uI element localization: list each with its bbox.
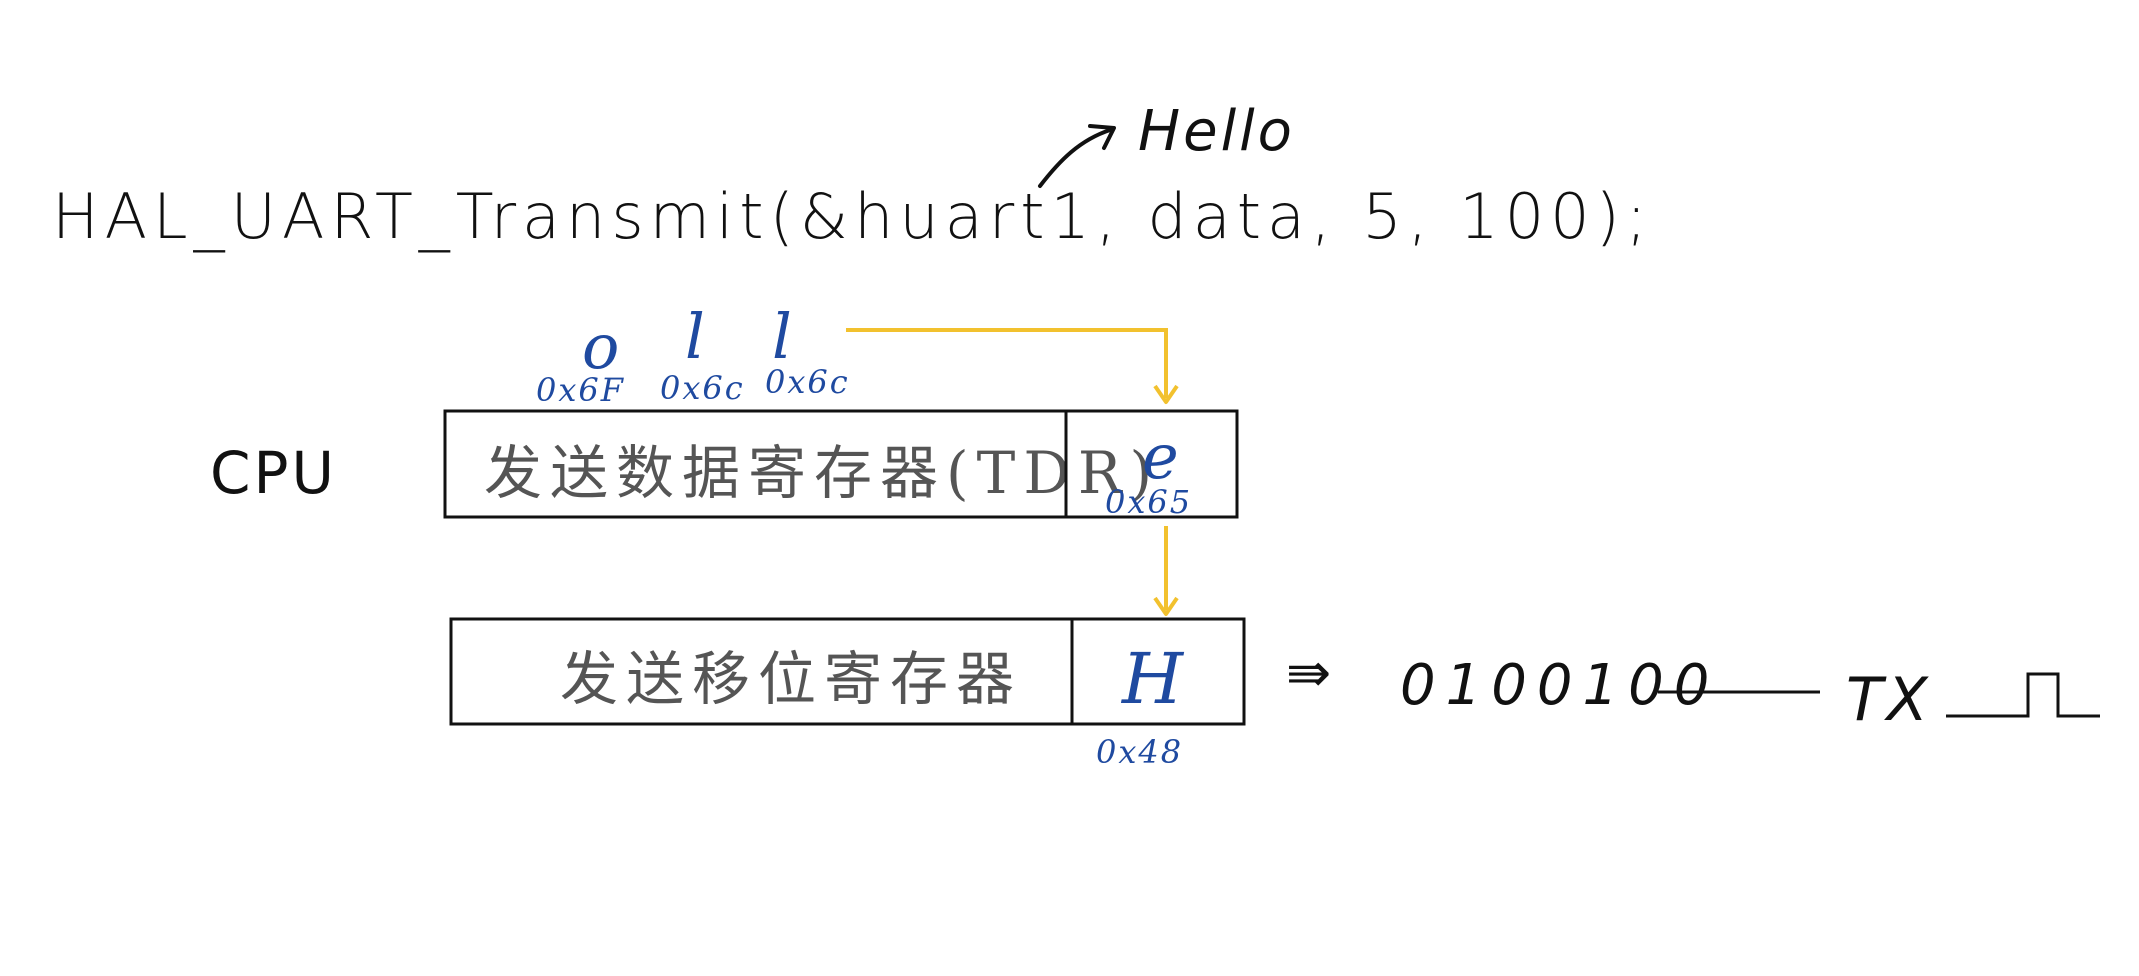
pending-byte-hex: 0x6c xyxy=(660,369,745,407)
tdr-box xyxy=(443,409,1239,519)
pending-byte-hex: 0x6F xyxy=(536,371,625,409)
tx-label: TX xyxy=(1846,665,1932,735)
shift-register-box xyxy=(449,617,1246,726)
hello-annotation: Hello xyxy=(1138,99,1295,164)
tdr-char: e xyxy=(1142,420,1179,493)
tdr-hex: 0x65 xyxy=(1105,483,1193,521)
hello-pointer-arrow xyxy=(1038,128,1112,188)
tx-waveform xyxy=(1946,672,2100,718)
shift-register-char: H xyxy=(1122,638,1184,720)
pending-byte-hex: 0x6c xyxy=(765,363,850,401)
pending-byte-char: l xyxy=(685,300,705,373)
shift-register-hex: 0x48 xyxy=(1096,733,1184,771)
hello-pointer-arrowhead xyxy=(1088,124,1116,150)
bit-sequence: 0100100 xyxy=(1400,653,1720,718)
code-line: HAL_UART_Transmit(&huart1, data, 5, 100)… xyxy=(52,180,1653,253)
pending-byte-char: l xyxy=(772,300,792,373)
tdr-label: 发送数据寄存器(TDR) xyxy=(484,439,1161,507)
output-arrow: ⇛ xyxy=(1286,641,1335,704)
shift-register-label: 发送移位寄存器 xyxy=(560,645,1023,713)
cpu-label: CPU xyxy=(210,439,337,507)
queue-to-tdr-arrow xyxy=(846,328,1168,398)
pending-byte-char: o xyxy=(582,310,620,383)
queue-to-tdr-arrowhead xyxy=(1153,384,1179,404)
tdr-to-shift-arrowhead xyxy=(1153,596,1179,616)
